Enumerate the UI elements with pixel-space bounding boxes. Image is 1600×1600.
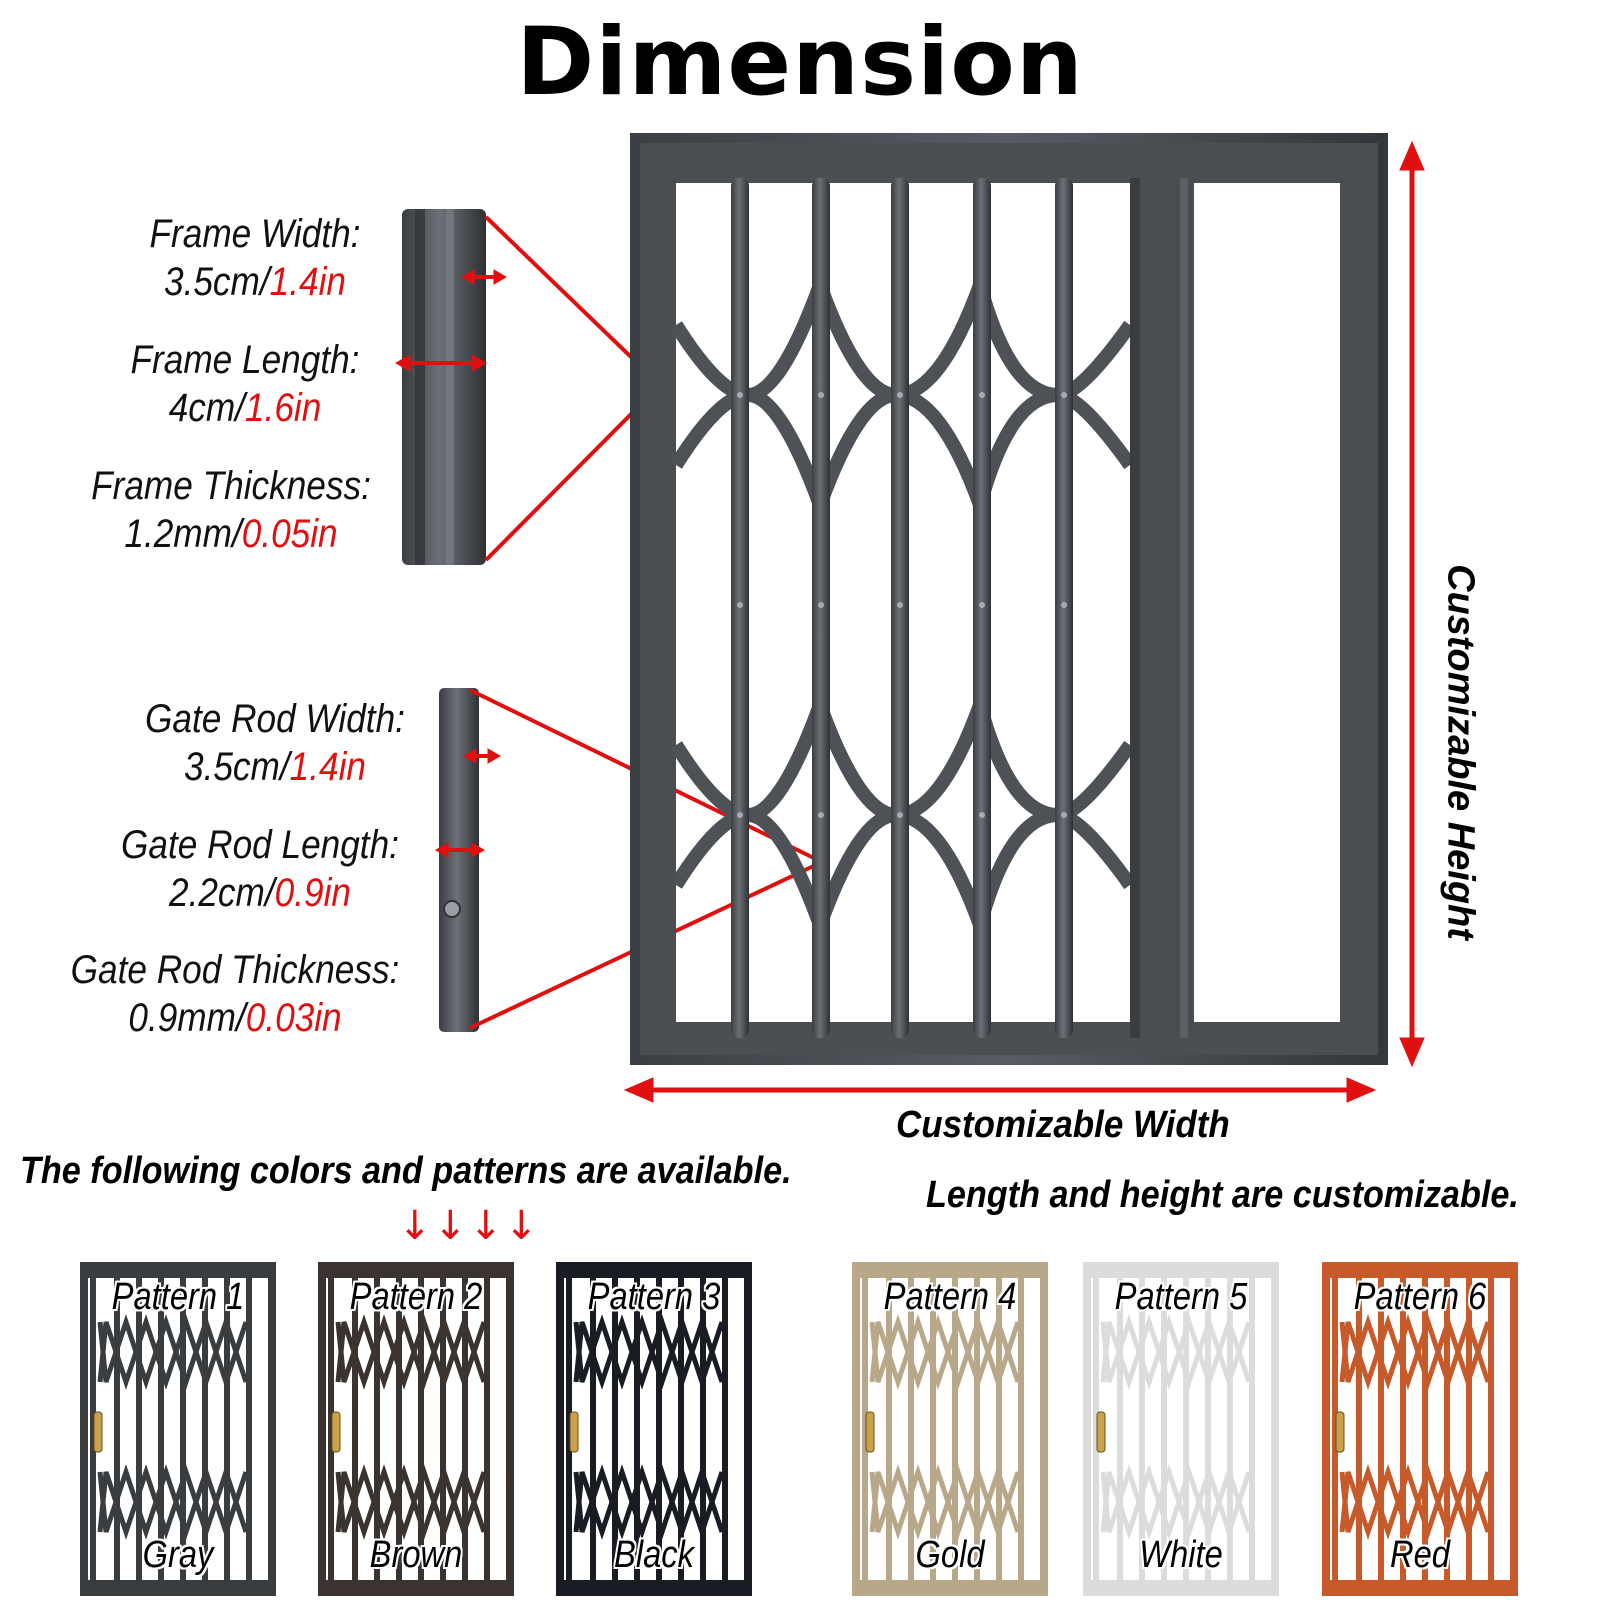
pattern-color-label: Gold <box>915 1534 985 1576</box>
pattern-color-label: Red <box>1390 1534 1450 1576</box>
pattern-swatch-2[interactable]: Pattern 2 Brown <box>318 1262 514 1596</box>
rod-width-title: Gate Rod Width: <box>145 697 405 741</box>
customizable-height-caption: Customizable Height <box>1439 564 1482 940</box>
frame-thickness-imperial: 0.05in <box>241 512 338 556</box>
frame-length-arrow <box>394 354 488 372</box>
pattern-name-label: Pattern 6 <box>1353 1276 1487 1318</box>
pattern-swatch-4[interactable]: Pattern 4 Gold <box>852 1262 1048 1596</box>
frame-length-label: Frame Length: 4cm/1.6in <box>117 336 372 432</box>
pattern-swatch-5[interactable]: Pattern 5 White <box>1083 1262 1279 1596</box>
pattern-gate-image <box>80 1262 276 1596</box>
frame-width-imperial: 1.4in <box>269 260 346 304</box>
frame-width-label: Frame Width: 3.5cm/1.4in <box>127 210 382 306</box>
pattern-gate-image <box>1083 1262 1279 1596</box>
rod-thickness-title: Gate Rod Thickness: <box>70 948 400 992</box>
pattern-gate-image <box>852 1262 1048 1596</box>
pattern-name-label: Pattern 4 <box>883 1276 1017 1318</box>
frame-thickness-label: Frame Thickness: 1.2mm/0.05in <box>86 462 376 558</box>
frame-length-metric: 4cm/ <box>168 386 245 430</box>
pattern-color-label: Brown <box>369 1534 463 1576</box>
availability-note: The following colors and patterns are av… <box>20 1150 792 1192</box>
down-arrows-icon: ↓↓↓↓ <box>398 1203 541 1249</box>
frame-length-title: Frame Length: <box>130 338 360 382</box>
width-dimension-arrow <box>623 1077 1377 1103</box>
gate-illustration <box>630 133 1388 1065</box>
pattern-gate-image <box>1322 1262 1518 1596</box>
gate-rod-profile-closeup <box>439 688 479 1032</box>
rod-thickness-label: Gate Rod Thickness: 0.9mm/0.03in <box>63 946 406 1042</box>
frame-thickness-title: Frame Thickness: <box>91 464 371 508</box>
rod-thickness-imperial: 0.03in <box>245 996 342 1040</box>
pattern-name-label: Pattern 1 <box>111 1276 245 1318</box>
pattern-name-label: Pattern 3 <box>587 1276 721 1318</box>
rod-width-label: Gate Rod Width: 3.5cm/1.4in <box>130 695 420 791</box>
pattern-color-label: Black <box>614 1534 694 1576</box>
rod-length-metric: 2.2cm/ <box>169 871 275 915</box>
frame-thickness-metric: 1.2mm/ <box>124 512 242 556</box>
rod-thickness-metric: 0.9mm/ <box>128 996 246 1040</box>
pattern-swatch-1[interactable]: Pattern 1 Gray <box>80 1262 276 1596</box>
frame-width-metric: 3.5cm/ <box>164 260 270 304</box>
frame-profile-closeup <box>402 209 486 565</box>
rod-length-imperial: 0.9in <box>274 871 351 915</box>
pattern-color-label: Gray <box>142 1534 214 1576</box>
frame-length-imperial: 1.6in <box>244 386 322 430</box>
rod-length-arrow <box>435 842 485 858</box>
customization-note: Length and height are customizable. <box>926 1174 1519 1216</box>
pattern-name-label: Pattern 2 <box>349 1276 483 1318</box>
rod-width-imperial: 1.4in <box>289 745 366 789</box>
rod-length-title: Gate Rod Length: <box>121 823 399 867</box>
customizable-width-caption: Customizable Width <box>896 1104 1230 1146</box>
pattern-gate-image <box>318 1262 514 1596</box>
frame-width-arrow <box>461 269 507 285</box>
pattern-gate-image <box>556 1262 752 1596</box>
pattern-name-label: Pattern 5 <box>1114 1276 1248 1318</box>
rod-width-arrow <box>463 748 501 764</box>
page-title: Dimension <box>516 8 1084 117</box>
frame-width-title: Frame Width: <box>149 212 361 256</box>
pattern-swatch-3[interactable]: Pattern 3 Black <box>556 1262 752 1596</box>
pattern-swatch-6[interactable]: Pattern 6 Red <box>1322 1262 1518 1596</box>
pattern-color-label: White <box>1139 1534 1223 1576</box>
rod-length-label: Gate Rod Length: 2.2cm/0.9in <box>110 821 409 917</box>
height-dimension-arrow <box>1399 140 1425 1068</box>
rod-width-metric: 3.5cm/ <box>184 745 290 789</box>
